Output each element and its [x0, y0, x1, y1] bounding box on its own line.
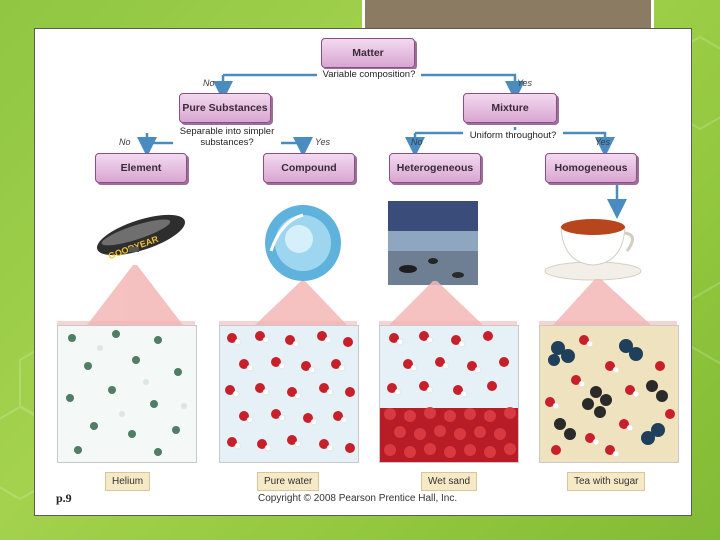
wet-sand-molecules-illustration [380, 326, 518, 462]
caption-wet-sand: Wet sand [421, 472, 477, 491]
helium-atoms-illustration [58, 326, 196, 462]
page-number: p.9 [56, 491, 72, 506]
panel-wet-sand-molecules [379, 325, 519, 463]
caption-pure-water: Pure water [257, 472, 319, 491]
water-molecules-illustration [220, 326, 358, 462]
top-decorative-tab [362, 0, 654, 30]
panel-tea-molecules [539, 325, 679, 463]
caption-helium: Helium [105, 472, 150, 491]
tea-molecules-illustration [540, 326, 678, 462]
panel-helium-atoms [57, 325, 197, 463]
copyright-notice: Copyright © 2008 Pearson Prentice Hall, … [258, 493, 457, 504]
panel-water-molecules [219, 325, 359, 463]
caption-tea-with-sugar: Tea with sugar [567, 472, 645, 491]
slide-content: Matter Variable composition? No Yes Pure… [34, 28, 692, 516]
